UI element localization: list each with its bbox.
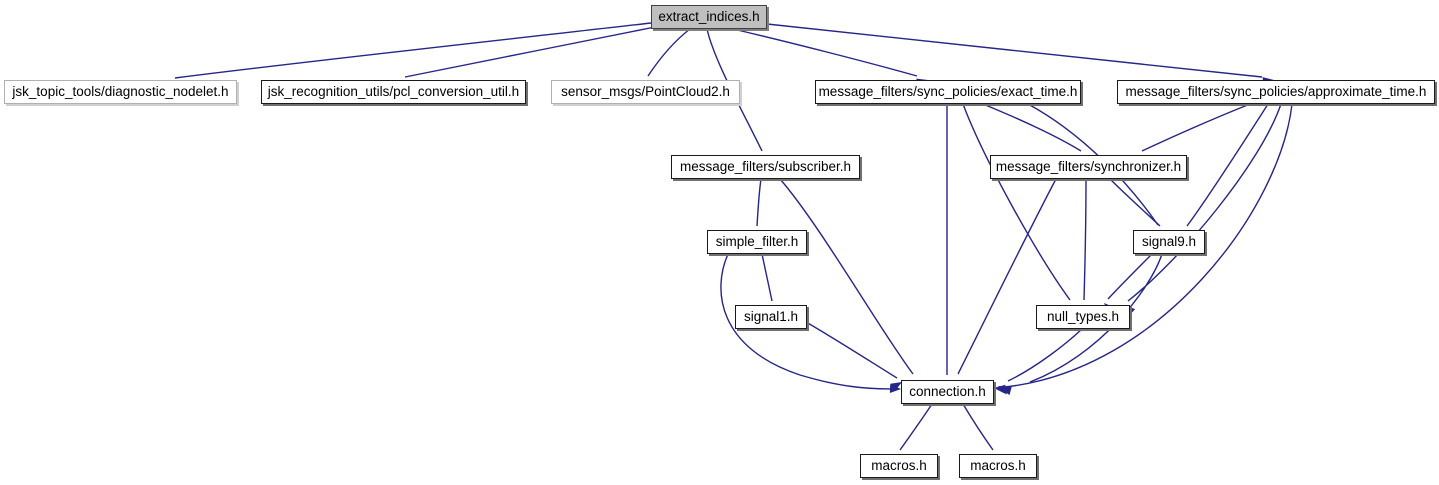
node-label-root: extract_indices.h: [658, 9, 760, 25]
node-label-diagnostic: jsk_topic_tools/diagnostic_nodelet.h: [12, 84, 229, 100]
edge-approxtime-to-signal9: [1186, 103, 1269, 227]
edge-synchronizer-to-nulltypes: [1083, 178, 1087, 301]
node-signal9[interactable]: signal9.h: [1133, 230, 1205, 254]
edge-simplefilter-to-signal1: [761, 253, 773, 302]
edge-connection-to-macros2: [962, 403, 994, 451]
arrowhead-signal9-to-connection: [1000, 386, 1012, 396]
node-pclconv[interactable]: jsk_recognition_utils/pcl_conversion_uti…: [261, 80, 526, 104]
edge-exacttime-to-nulltypes: [962, 103, 1071, 301]
node-label-synchronizer: message_filters/synchronizer.h: [995, 159, 1182, 175]
edge-subscriber-to-simplefilter: [756, 178, 762, 227]
edge-root-to-diagnostic: [174, 22, 652, 79]
edge-root-to-pclconv: [404, 26, 656, 78]
node-label-macros2: macros.h: [970, 458, 1026, 474]
node-simplefilter[interactable]: simple_filter.h: [707, 230, 807, 254]
node-label-nulltypes: null_types.h: [1046, 309, 1120, 325]
node-nulltypes[interactable]: null_types.h: [1036, 305, 1130, 329]
node-pointcloud2[interactable]: sensor_msgs/PointCloud2.h: [551, 80, 740, 104]
node-macros1[interactable]: macros.h: [860, 454, 938, 478]
node-label-simplefilter: simple_filter.h: [715, 234, 799, 250]
node-label-connection: connection.h: [909, 384, 986, 400]
node-label-approxtime: message_filters/sync_policies/approximat…: [1125, 84, 1427, 100]
node-label-macros1: macros.h: [871, 458, 927, 474]
edge-signal9-to-nulltypes: [1107, 253, 1153, 300]
node-approxtime[interactable]: message_filters/sync_policies/approximat…: [1117, 80, 1435, 104]
edge-root-to-exacttime: [732, 28, 918, 77]
node-macros2[interactable]: macros.h: [959, 454, 1037, 478]
edge-connection-to-macros1: [899, 403, 933, 451]
edge-subscriber-to-connection: [779, 178, 914, 375]
node-signal1[interactable]: signal1.h: [735, 305, 807, 329]
node-connection[interactable]: connection.h: [901, 380, 994, 404]
node-synchronizer[interactable]: message_filters/synchronizer.h: [990, 155, 1187, 179]
node-label-subscriber: message_filters/subscriber.h: [679, 159, 852, 175]
node-label-signal9: signal9.h: [1141, 234, 1197, 250]
node-label-pclconv: jsk_recognition_utils/pcl_conversion_uti…: [267, 84, 520, 100]
edge-nulltypes-to-connection: [1007, 328, 1083, 382]
node-label-pointcloud2: sensor_msgs/PointCloud2.h: [561, 84, 730, 100]
node-label-signal1: signal1.h: [743, 309, 799, 325]
edge-approxtime-to-nulltypes: [1127, 103, 1282, 302]
edge-root-to-approxtime: [766, 23, 1263, 78]
node-root[interactable]: extract_indices.h: [651, 5, 767, 29]
edge-approxtime-to-synchronizer: [1141, 103, 1251, 152]
edge-root-to-pointcloud2: [647, 28, 691, 77]
edge-exacttime-to-synchronizer: [982, 103, 1082, 152]
node-diagnostic[interactable]: jsk_topic_tools/diagnostic_nodelet.h: [4, 80, 237, 104]
edge-signal1-to-connection: [805, 321, 898, 379]
node-label-exacttime: message_filters/sync_policies/exact_time…: [818, 84, 1078, 100]
arrowhead-nulltypes-to-connection: [998, 386, 1010, 395]
node-exacttime[interactable]: message_filters/sync_policies/exact_time…: [815, 80, 1081, 104]
arrowhead-approxtime-to-connection: [994, 384, 1006, 394]
node-subscriber[interactable]: message_filters/subscriber.h: [671, 155, 860, 179]
arrowhead-simplefilter-to-connection: [889, 384, 901, 394]
edge-synchronizer-to-signal9: [1109, 178, 1161, 227]
edge-synchronizer-to-connection: [957, 178, 1057, 375]
